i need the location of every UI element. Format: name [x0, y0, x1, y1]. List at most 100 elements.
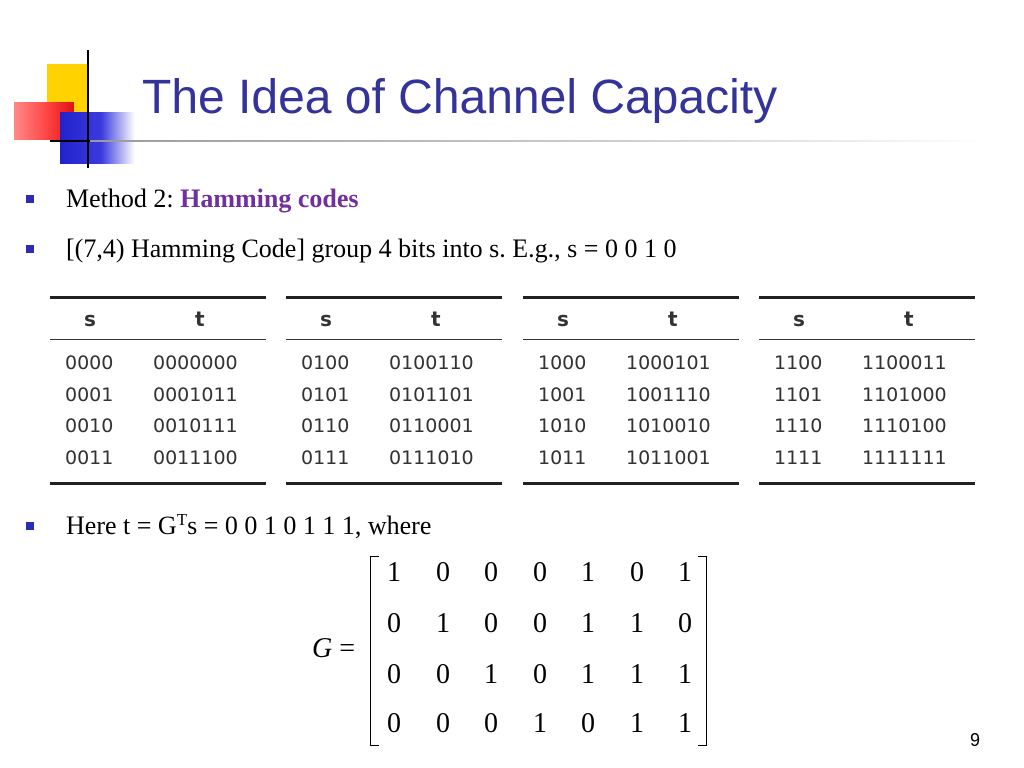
matrix-label: G = [312, 633, 355, 665]
matrix-cell: 1 [678, 708, 692, 739]
matrix-cell: 1 [678, 557, 692, 588]
matrix-cell: 1 [630, 708, 644, 739]
matrix-symbol: G [312, 633, 333, 664]
bullet-text: Here t = GTs = 0 0 1 0 1 1 1, where [66, 510, 431, 542]
matrix-cell: 0 [533, 557, 547, 588]
table-cell-s: 1101 [774, 383, 823, 406]
table-cell-t: 0011100 [153, 446, 238, 469]
table-header-rule [50, 339, 266, 340]
table-cell-s: 1010 [538, 415, 587, 437]
table-row: 0100 0100110 [286, 352, 502, 384]
matrix-row: 0 0 1 0 1 1 1 [370, 659, 700, 711]
table-row: 0111 0111010 [286, 447, 502, 479]
matrix-row: 0 1 0 0 1 1 0 [370, 608, 700, 660]
table-header-t: t [195, 307, 205, 331]
table-cell-s: 0100 [301, 352, 350, 374]
table-header-s: s [320, 307, 332, 331]
matrix-cell: 1 [484, 659, 498, 690]
logo-vertical-line [87, 50, 89, 168]
table-header-rule [523, 339, 739, 340]
matrix-right-bracket [698, 556, 707, 746]
table-bottom-rule [50, 482, 266, 485]
codeword-pre: Here t = G [66, 511, 177, 540]
bullet-text: [(7,4) Hamming Code] group 4 bits into s… [66, 234, 677, 263]
table-cell-t: 0111010 [389, 446, 474, 469]
matrix-cell: 1 [678, 659, 692, 690]
matrix-cell: 0 [387, 608, 401, 639]
matrix-cell: 0 [630, 557, 644, 588]
table-cell-s: 0011 [65, 446, 114, 469]
matrix-cell: 0 [533, 659, 547, 690]
table-cell-s: 1001 [538, 383, 587, 406]
matrix-cell: 1 [630, 659, 644, 690]
table-row: 1110 1110100 [759, 415, 975, 447]
table-cell-s: 0111 [301, 446, 350, 469]
slide-title: The Idea of Channel Capacity [142, 71, 778, 124]
table-header-t: t [431, 307, 441, 331]
matrix-cell: 0 [484, 608, 498, 639]
table-header-s: s [793, 307, 805, 331]
matrix-cell: 1 [387, 557, 401, 588]
table-cell-t: 1011001 [626, 446, 711, 469]
matrix-cell: 0 [387, 708, 401, 739]
codeword-post: s = 0 0 1 0 1 1 1, where [187, 511, 432, 540]
table-cell-t: 1001110 [626, 383, 711, 406]
table-bottom-rule [759, 482, 975, 485]
matrix-row: 0 0 0 1 0 1 1 [370, 708, 700, 760]
table-bottom-rule [286, 482, 502, 485]
table-cell-t: 0110001 [389, 415, 474, 437]
matrix-cell: 0 [387, 659, 401, 690]
table-cell-s: 1000 [538, 352, 587, 374]
matrix-cell: 0 [484, 557, 498, 588]
table-row: 0101 0101101 [286, 384, 502, 416]
table-row: 1000 1000101 [523, 352, 739, 384]
table-cell-s: 1110 [774, 415, 823, 437]
table-header-rule [286, 339, 502, 340]
table-cell-t: 1100011 [862, 352, 947, 374]
table-top-rule [523, 296, 739, 299]
title-divider [90, 140, 990, 142]
matrix-equals: = [332, 633, 356, 664]
table-cell-t: 0101101 [389, 383, 474, 406]
table-cell-s: 0101 [301, 383, 350, 406]
matrix-cell: 0 [436, 659, 450, 690]
matrix-row: 1 0 0 0 1 0 1 [370, 557, 700, 609]
method-prefix: Method 2: [66, 184, 181, 213]
bullet-marker [26, 522, 34, 530]
bullet-text: Method 2: Hamming codes [66, 183, 359, 215]
matrix-cell: 1 [630, 608, 644, 639]
table-header-s: s [557, 307, 569, 331]
bullet-marker [26, 245, 34, 253]
table-cell-t: 0001011 [153, 383, 238, 406]
slide-logo [0, 0, 160, 175]
table-cell-t: 1000101 [626, 352, 711, 374]
matrix-cell: 1 [533, 708, 547, 739]
matrix-cell: 1 [436, 608, 450, 639]
table-cell-t: 0100110 [389, 352, 474, 374]
matrix-cell: 0 [436, 557, 450, 588]
matrix-cell: 1 [581, 608, 595, 639]
table-header-t: t [904, 307, 914, 331]
matrix-cell: 0 [581, 708, 595, 739]
table-header-t: t [668, 307, 678, 331]
matrix-cell: 1 [581, 659, 595, 690]
table-cell-s: 1111 [774, 446, 823, 469]
table-cell-t: 1110100 [862, 415, 947, 437]
table-top-rule [286, 296, 502, 299]
table-cell-t: 0000000 [153, 352, 238, 374]
page-number: 9 [970, 730, 981, 750]
table-bottom-rule [523, 482, 739, 485]
hamming-codes-highlight: Hamming codes [180, 184, 359, 213]
matrix-cell: 0 [484, 708, 498, 739]
matrix-left-bracket [370, 556, 379, 746]
table-cell-s: 1100 [774, 352, 823, 374]
